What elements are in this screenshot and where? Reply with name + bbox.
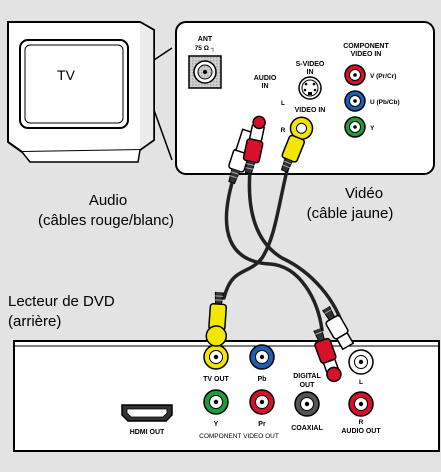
tv-u-jack-blue [344,90,366,112]
white-audio-plug-dvd [322,305,355,351]
dvd-tv-out-jack [203,344,229,370]
audio-out-r-label: R [359,419,364,426]
dvd-audio-r-jack [348,391,374,417]
audio-out-label: AUDIO OUT [341,428,381,435]
dvd-hdmi-out-port [121,404,173,422]
yellow-video-plug-dvd [205,291,228,347]
white-audio-cable [224,168,324,332]
dvd-y-jack [203,389,229,415]
red-audio-cable [247,168,346,332]
component-video-out-label: COMPONENT VIDEO OUT [199,433,279,440]
audio-caption-line1: Audio [89,192,127,209]
y-label: Y [370,125,375,132]
audio-caption-line2: (câbles rouge/blanc) [38,212,174,229]
tv-label: TV [57,67,76,83]
coaxial-label: COAXIAL [291,425,323,432]
pb-label: Pb [258,376,267,383]
audio-in-label-2: IN [262,83,269,90]
dvd-caption-line2: (arrière) [8,313,61,330]
hdmi-out-label: HDMI OUT [130,429,165,436]
svideo-label-2: IN [307,69,314,76]
tv-y-jack-green [344,116,366,138]
dvd-pr-jack [249,389,275,415]
cables [222,156,346,332]
video-caption-line2: (câble jaune) [307,205,394,222]
audio-out-l-label: L [359,379,363,386]
yellow-video-plug-tv [280,116,314,173]
red-audio-plug-tv [242,115,266,175]
video-in-label: VIDEO IN [295,107,326,114]
audio-in-label-1: AUDIO [254,75,277,82]
antenna-socket [188,55,222,89]
audio-in-l-label: L [281,100,285,107]
ant-label: ANT [198,36,213,43]
digital-out-label-1: DIGITAL [293,373,321,380]
dvd-coaxial-jack [294,391,320,417]
svideo-label-1: S-VIDEO [296,61,325,68]
u-label: U (Pb/Cb) [370,99,400,106]
digital-out-label-2: OUT [300,382,316,389]
pr-label: Pr [258,421,266,428]
component-in-label-2: VIDEO IN [351,51,382,58]
dvd-audio-l-jack [348,349,374,375]
red-audio-plug-dvd [313,327,342,383]
audio-in-r-label: R [281,127,286,134]
v-label: V (Pr/Cr) [370,73,396,80]
tv-out-label: TV OUT [203,376,229,383]
video-caption-line1: Vidéo [345,185,383,202]
yellow-video-cable [222,156,292,300]
tv-rear-panel: ANT 75 Ω ┐ AUDIO IN L R S-VIDEO IN VIDEO… [175,21,435,175]
tv-v-jack-red [344,64,366,86]
dvd-rear-panel: TV OUT Pb Y Pr COMPONENT VIDEO OUT DIGIT… [13,340,440,452]
dvd-caption-line1: Lecteur de DVD [8,293,115,310]
y-out-label: Y [214,421,219,428]
ant-value: 75 Ω ┐ [195,45,216,53]
dvd-pb-jack [249,344,275,370]
component-in-label-1: COMPONENT [343,43,389,50]
svideo-in-socket [298,76,322,100]
tv-set: TV [7,21,173,163]
